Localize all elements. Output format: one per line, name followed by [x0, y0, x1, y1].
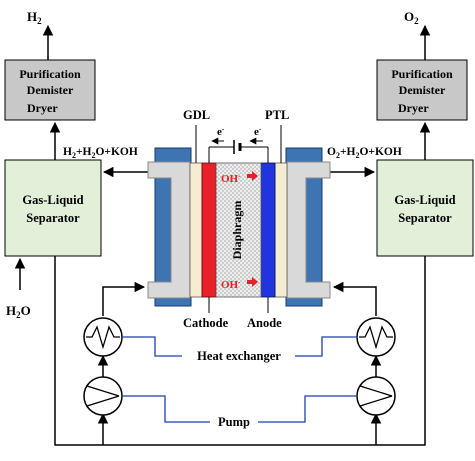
svg-text:Purification: Purification — [19, 67, 81, 81]
svg-text:Separator: Separator — [26, 211, 80, 225]
heat-exchanger-callout-lines — [122, 336, 357, 357]
cathode-label: Cathode — [183, 316, 229, 330]
electron-label-right: e- — [254, 125, 262, 138]
anode-label: Anode — [247, 316, 282, 330]
oh-ion-label-bottom: OH- — [221, 278, 241, 291]
diaphragm-label: Diaphragm — [230, 201, 244, 260]
heat-exchanger-label: Heat exchanger — [197, 349, 281, 363]
right-gas-liquid-separator: Gas-Liquid Separator — [376, 159, 474, 257]
right-heat-exchanger-icon — [356, 317, 396, 357]
o2-output-label: O2 — [404, 9, 419, 26]
electrolysis-cell: Diaphragm OH- OH- — [147, 147, 331, 307]
cathode-electrode — [201, 162, 217, 298]
svg-text:Gas-Liquid: Gas-Liquid — [394, 193, 455, 207]
svg-text:Demister: Demister — [399, 83, 446, 97]
svg-text:Dryer: Dryer — [27, 101, 58, 115]
right-stream-label: O2+H2O+KOH — [327, 146, 402, 160]
oh-arrow-bottom-icon — [247, 277, 258, 287]
diaphragm — [215, 162, 262, 298]
right-return-piping — [103, 256, 426, 446]
svg-text:Separator: Separator — [398, 211, 452, 225]
right-purification-box: Purification Demister Dryer — [376, 59, 468, 121]
svg-text:Demister: Demister — [27, 83, 74, 97]
svg-text:Gas-Liquid: Gas-Liquid — [22, 193, 83, 207]
anode-electrode — [260, 162, 276, 298]
gdl-layer — [189, 162, 203, 298]
water-input-label: H2O — [6, 303, 31, 320]
right-pump-icon — [356, 376, 396, 416]
gdl-label: GDL — [183, 108, 210, 122]
left-purification-box: Purification Demister Dryer — [4, 59, 96, 121]
svg-text:Dryer: Dryer — [398, 101, 429, 115]
left-pump-icon — [83, 376, 123, 416]
ptl-label: PTL — [265, 108, 289, 122]
left-heat-exchanger-icon — [83, 317, 123, 357]
oh-ion-label-top: OH- — [221, 172, 241, 185]
ptl-layer — [274, 162, 288, 298]
left-return-piping — [54, 256, 146, 446]
pump-callout-lines — [122, 395, 357, 423]
left-stream-label: H2+H2O+KOH — [63, 146, 138, 160]
pump-label: Pump — [218, 415, 250, 429]
electron-label-left: e- — [217, 125, 225, 138]
h2-output-label: H2 — [27, 9, 42, 26]
oh-arrow-top-icon — [247, 171, 258, 181]
external-circuit — [208, 137, 269, 163]
svg-text:Purification: Purification — [391, 67, 453, 81]
left-gas-liquid-separator: Gas-Liquid Separator — [4, 159, 102, 257]
